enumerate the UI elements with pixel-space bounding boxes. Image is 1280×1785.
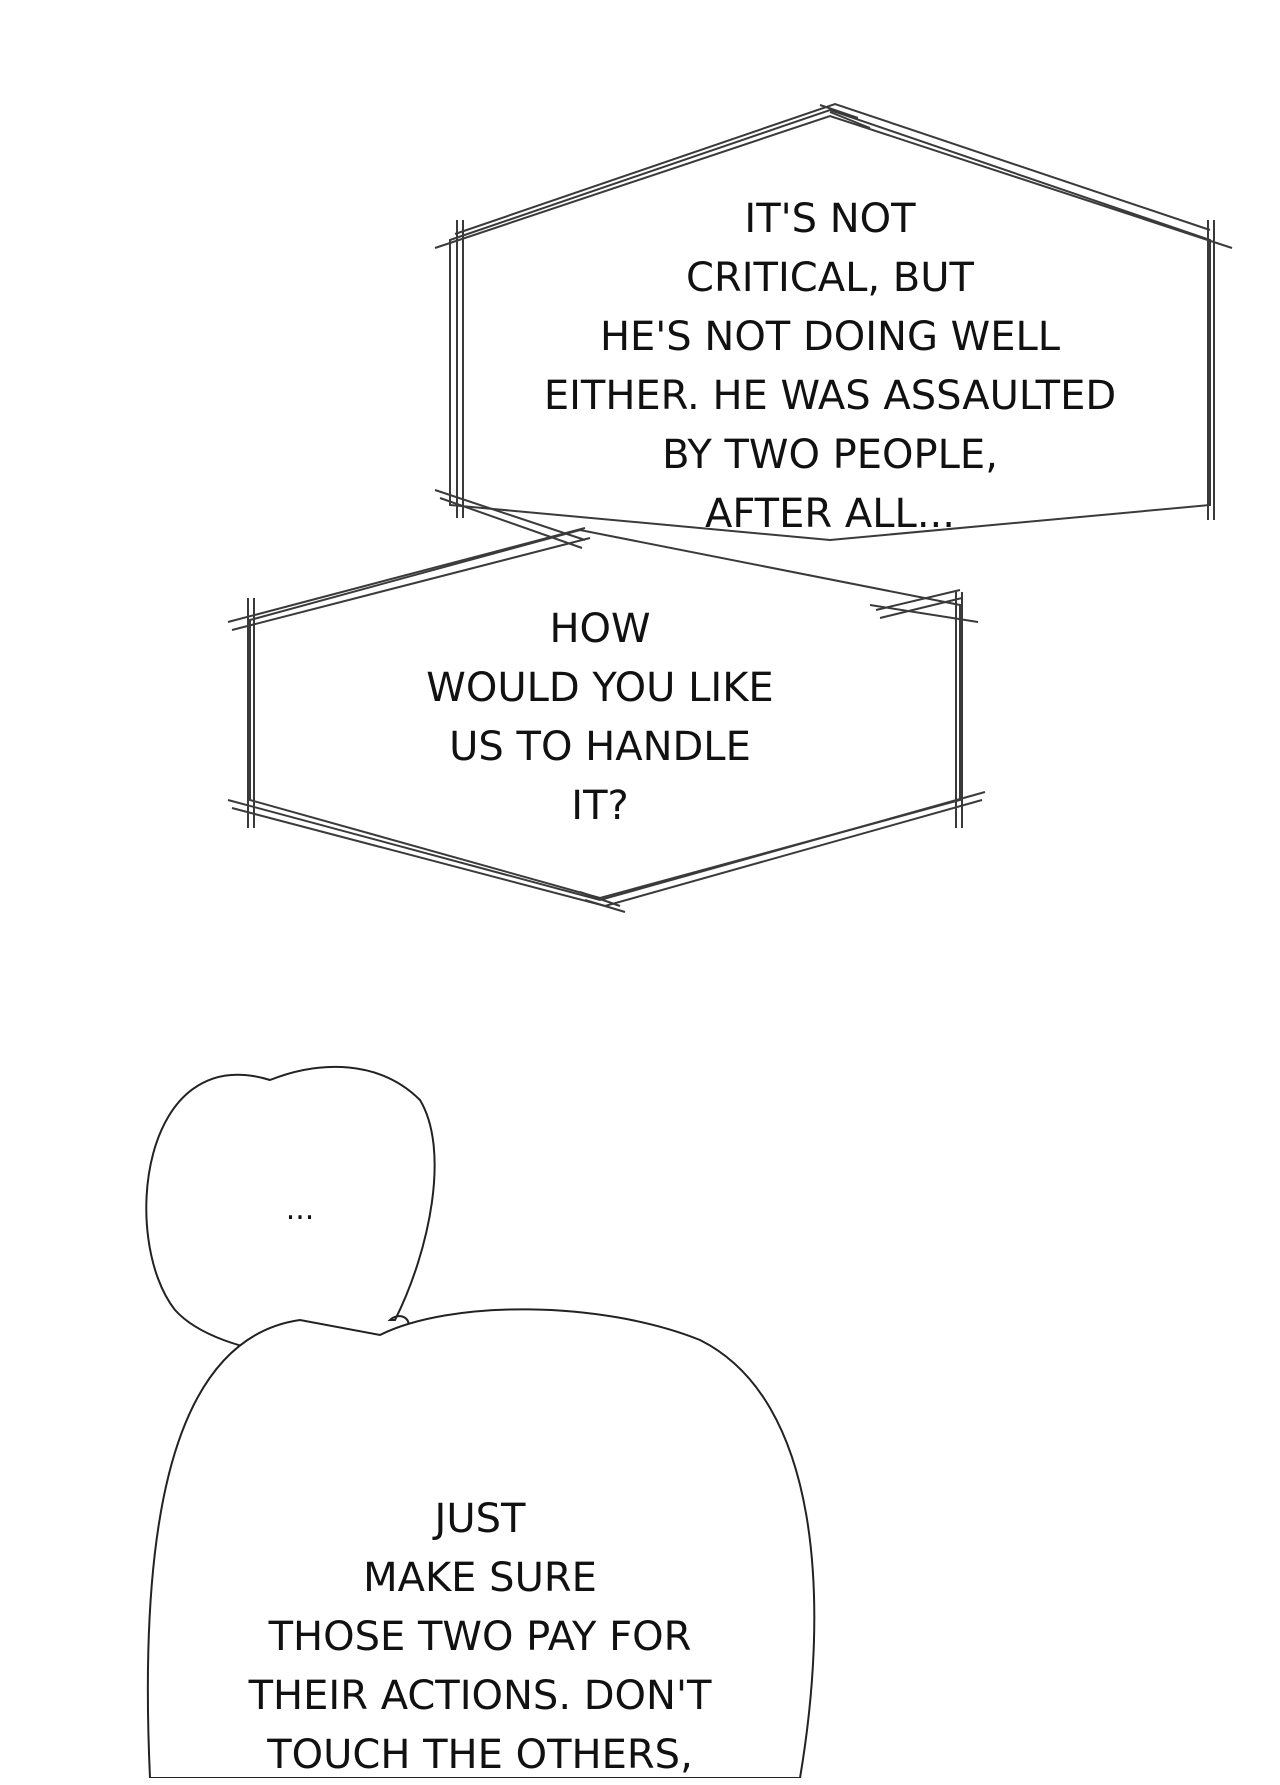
bubble-2-line: US TO HANDLE — [449, 724, 751, 770]
bubble-4-line: THEIR ACTIONS. DON'T — [248, 1673, 712, 1719]
bubble-1-line: AFTER ALL... — [705, 491, 955, 537]
bubble-1-line: BY TWO PEOPLE, — [662, 432, 998, 478]
speech-bubble-frame-4 — [146, 1308, 816, 1778]
bubble-2-line: HOW — [549, 606, 651, 652]
bubble-4-line: MAKE SURE — [363, 1555, 597, 1601]
bubble-1-line: IT'S NOT — [744, 196, 916, 242]
hexagon-connector — [434, 489, 586, 549]
bubble-3-line: ... — [285, 1192, 315, 1227]
bubble-4-line: JUST — [434, 1496, 526, 1542]
bubble-1-line: CRITICAL, BUT — [686, 255, 974, 301]
bubble-2-line: WOULD YOU LIKE — [426, 665, 774, 711]
bubble-4-line: THOSE TWO PAY FOR — [268, 1614, 692, 1660]
bubble-4-line: TOUCH THE OTHERS, — [267, 1732, 693, 1778]
hexagon-bubble-frame-2 — [227, 527, 986, 913]
bubble-1-line: HE'S NOT DOING WELL — [599, 314, 1061, 360]
hexagon-bubble-frame-1 — [434, 102, 1233, 542]
bubble-2-line: IT? — [571, 783, 629, 829]
bubble-1-line: EITHER. HE WAS ASSAULTED — [543, 373, 1117, 419]
